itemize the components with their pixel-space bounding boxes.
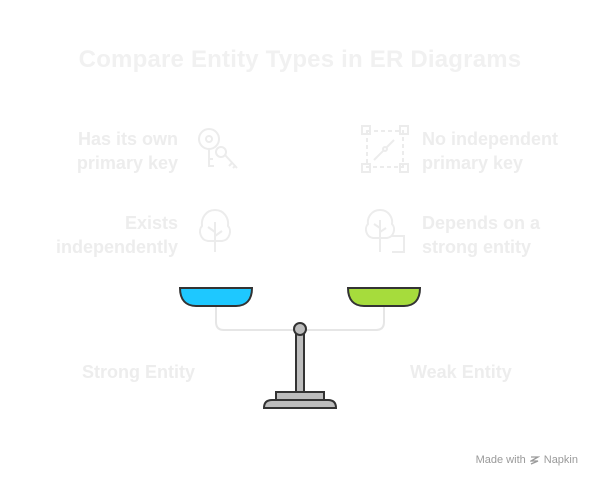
watermark: Made with Napkin <box>476 454 578 466</box>
weak-entity-label: Weak Entity <box>410 362 512 382</box>
watermark-brand: Napkin <box>543 454 578 466</box>
left-pan <box>178 287 254 307</box>
key-icon <box>198 128 238 169</box>
napkin-logo-icon <box>529 456 540 465</box>
strong-entity-label: Strong Entity <box>82 362 195 382</box>
diagram-title: Compare Entity Types in ER Diagrams <box>78 46 522 73</box>
scale-base <box>262 399 338 409</box>
scale-base-top <box>275 391 325 401</box>
hanging-tree-icon <box>364 208 405 253</box>
scale-pivot <box>293 322 307 336</box>
scale-post <box>295 331 305 395</box>
watermark-prefix: Made with <box>475 454 526 466</box>
dashed-box-icon <box>361 125 409 173</box>
tree-icon <box>199 208 231 252</box>
right-pan <box>346 287 422 307</box>
